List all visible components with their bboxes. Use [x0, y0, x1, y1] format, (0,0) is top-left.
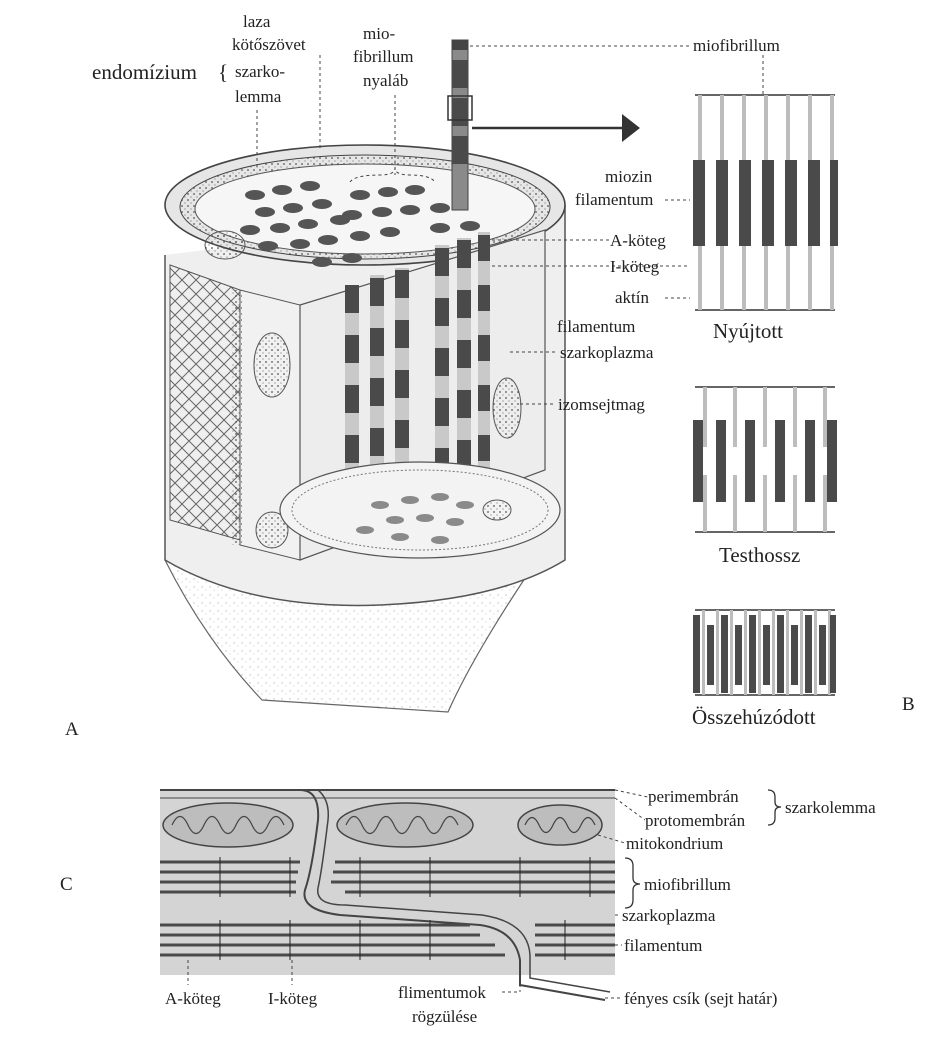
panel-label-a: A — [65, 719, 79, 740]
label-szarkoplazma: szarkoplazma — [560, 343, 654, 362]
label-miofibrillum: miofibrillum — [693, 36, 780, 55]
label-protomembran: protomembrán — [645, 811, 746, 830]
label-a-koteg-c: A-köteg — [165, 989, 221, 1008]
label-szarkolemma: szarkolemma — [785, 798, 876, 817]
label-fenyes-csik: fényes csík (sejt határ) — [624, 989, 777, 1008]
nucleus-bottom — [255, 511, 289, 549]
label-nyalab: nyaláb — [363, 71, 408, 90]
panel-c-labels: perimembrán protomembrán szarkolemma mit… — [60, 787, 876, 1026]
label-flimentumok: flimentumok — [398, 983, 486, 1002]
label-szarko: szarko- — [235, 62, 285, 81]
left-cut-face — [169, 264, 241, 541]
nucleus-left — [253, 332, 291, 398]
label-fibrillum: fibrillum — [353, 47, 413, 66]
label-miofibrillum-c: miofibrillum — [644, 875, 731, 894]
panel-c-leaders — [187, 789, 649, 999]
mitochondrion-1 — [162, 802, 294, 848]
label-szarkoplazma-c: szarkoplazma — [622, 906, 716, 925]
mitochondrion-2 — [336, 802, 474, 848]
mitochondrion-3 — [517, 804, 603, 846]
sarcomere-stretched — [693, 94, 838, 311]
myofibril-cross-sections — [240, 181, 480, 267]
label-i-koteg-c: I-köteg — [268, 989, 318, 1008]
top-nucleus — [204, 230, 246, 260]
label-a-koteg: A-köteg — [610, 231, 666, 250]
panel-a-labels: laza kötőszövet endomízium { szarko- lem… — [65, 12, 780, 740]
label-filamentum-miozin: filamentum — [575, 190, 653, 209]
label-endomizium: endomízium — [92, 60, 197, 84]
label-osszehuzodott: Összehúzódott — [692, 705, 816, 729]
label-perimembran: perimembrán — [648, 787, 739, 806]
label-aktin: aktín — [615, 288, 649, 307]
lower-cut-ring — [291, 469, 549, 551]
panel-label-c: C — [60, 874, 73, 895]
dotted-strip — [232, 290, 242, 545]
label-kotoszovet: kötőszövet — [232, 35, 306, 54]
label-lemma: lemma — [235, 87, 282, 106]
panel-b-labels: Nyújtott Testhossz Összehúzódott B — [692, 319, 915, 729]
label-nyujtott: Nyújtott — [713, 319, 783, 343]
myofibril-rows — [160, 860, 615, 957]
label-izomsejtmag: izomsejtmag — [558, 395, 645, 414]
label-rogzulese: rögzülése — [412, 1007, 477, 1026]
intercalated-disc — [299, 789, 606, 1001]
panel-label-b: B — [902, 694, 915, 715]
label-miozin: miozin — [605, 167, 653, 186]
label-laza: laza — [243, 12, 271, 31]
panel-a-leaders — [256, 45, 764, 405]
label-filamentum-c: filamentum — [624, 936, 702, 955]
nucleus-right — [492, 377, 522, 439]
sarcomere-contracted — [693, 609, 836, 696]
label-testhossz: Testhossz — [719, 543, 800, 567]
endomizium-brace: { — [218, 60, 228, 84]
z-lines — [219, 857, 591, 960]
label-filamentum-aktin: filamentum — [557, 317, 635, 336]
lower-cross-sections — [356, 493, 474, 544]
label-mio: mio- — [363, 24, 395, 43]
lower-cut-surface — [279, 461, 561, 559]
sarcomere-rest — [693, 386, 837, 533]
panel-a-drawing — [164, 39, 640, 713]
arrow-head — [622, 114, 640, 142]
label-i-koteg: I-köteg — [610, 257, 660, 276]
label-mitokondrium: mitokondrium — [626, 834, 723, 853]
lower-nucleus — [482, 499, 512, 521]
panel-c-drawing — [160, 789, 782, 1001]
panel-b-drawing — [693, 94, 838, 696]
